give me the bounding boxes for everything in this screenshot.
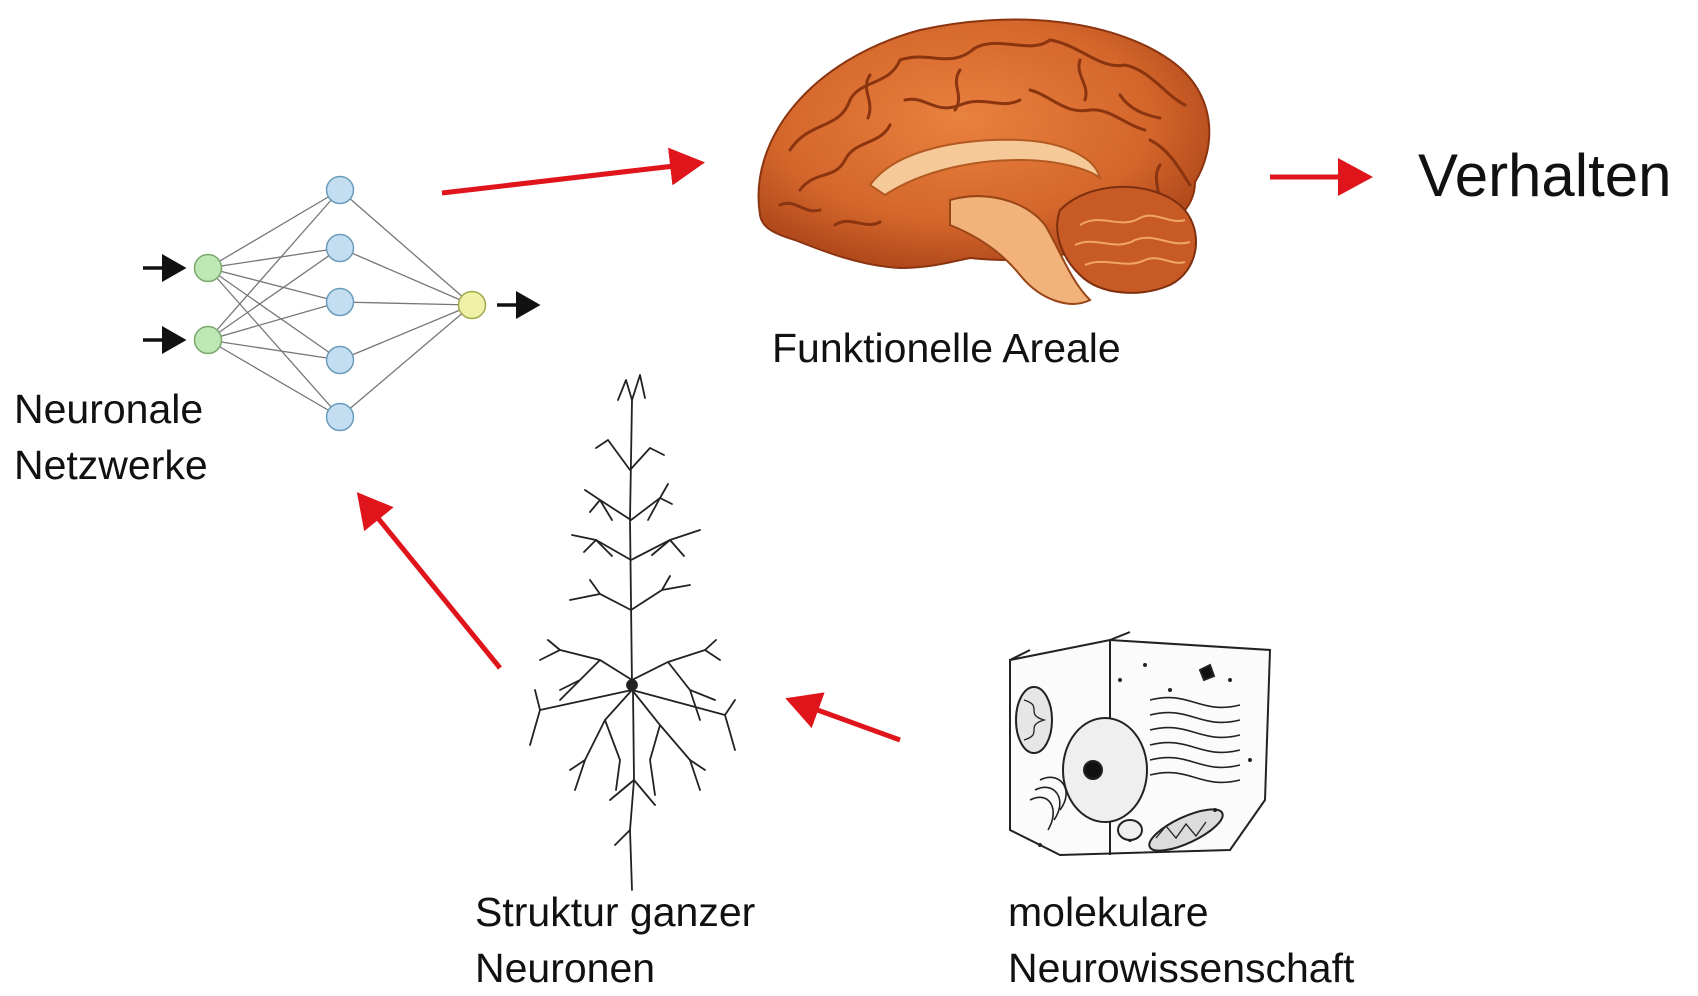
neural-networks-label-line1: Neuronale [14,381,208,437]
hidden-node [327,235,354,262]
molecular-label: molekulare Neurowissenschaft [1008,884,1354,996]
behavior-label-text: Verhalten [1418,141,1672,211]
neuron-structure-label: Struktur ganzer Neuronen [475,884,755,996]
input-node [195,255,222,282]
hidden-node [327,177,354,204]
arrow-molecular-to-neurons [790,700,900,740]
cerebellum [1057,187,1196,293]
molecular-label-line2: Neurowissenschaft [1008,940,1354,996]
neuron-structure-label-line2: Neuronen [475,940,755,996]
functional-areas-label-text: Funktionelle Areale [772,320,1121,376]
neural-networks-label: Neuronale Netzwerke [14,381,208,493]
behavior-label: Verhalten [1418,141,1672,211]
hidden-node [327,404,354,431]
arrow-networks-to-areas [442,163,700,193]
nucleolus [1084,761,1102,779]
mitochondrion [1016,687,1052,753]
neuron-structure-label-line1: Struktur ganzer [475,884,755,940]
hidden-node [327,347,354,374]
molecular-label-line1: molekulare [1008,884,1354,940]
input-node [195,327,222,354]
lysosome [1118,820,1142,840]
output-node [459,292,486,319]
arrow-neurons-to-networks [360,496,500,668]
cell-nucleus [1063,718,1147,822]
functional-areas-label: Funktionelle Areale [772,320,1121,376]
pyramidal-neuron-icon [530,375,735,890]
brain-sagittal-icon [759,20,1210,304]
cell-organelles-icon [1010,632,1270,859]
hidden-node [327,289,354,316]
neuron-soma [627,680,637,690]
neural-networks-label-line2: Netzwerke [14,437,208,493]
